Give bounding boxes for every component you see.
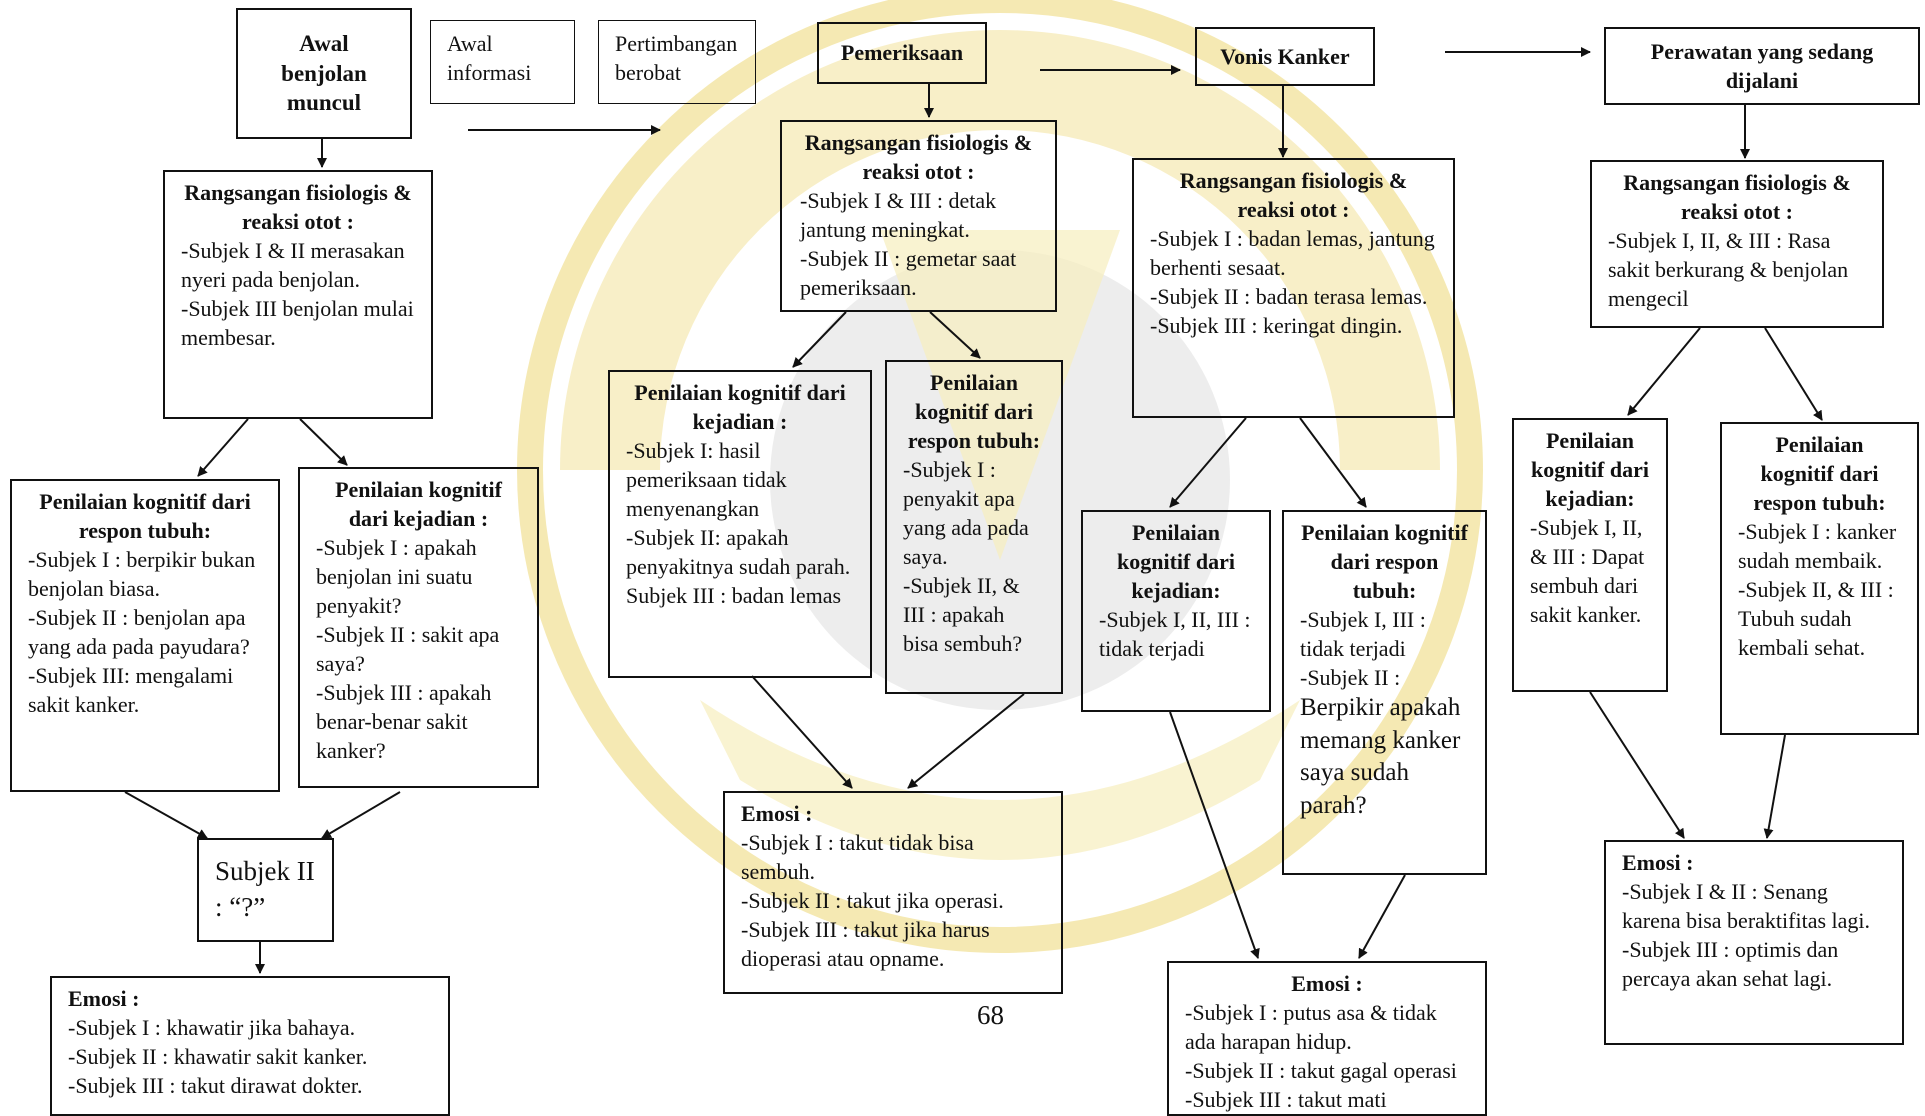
col1-rangsangan-box: Rangsangan fisiologis & reaksi otot : -S…: [163, 170, 433, 419]
col3-kejadian-line: -Subjek I, II, III : tidak terjadi: [1099, 607, 1251, 662]
col2-kejadian-line: -Subjek I: hasil pemeriksaan tidak menye…: [626, 438, 787, 522]
col4-emosi-line: -Subjek III : optimis dan percaya akan s…: [1622, 937, 1839, 992]
col1-emosi-line: -Subjek III : takut dirawat dokter.: [68, 1073, 363, 1099]
col4-rangsangan-box: Rangsangan fisiologis & reaksi otot : -S…: [1590, 160, 1884, 328]
col3-respon-line: -Subjek II :: [1300, 665, 1401, 691]
col1-emosi-title: Emosi :: [68, 986, 140, 1011]
col2-emosi-title: Emosi :: [741, 801, 813, 826]
col1-rangsangan-line: -Subjek III benjolan mulai membesar.: [181, 296, 414, 351]
col1-respon-title: Penilaian kognitif dari respon tubuh:: [39, 489, 251, 544]
col2-respon-line: -Subjek I : penyakit apa yang ada pada s…: [903, 457, 1029, 570]
perawatan-box: Perawatan yang sedang dijalani: [1604, 27, 1920, 105]
col4-respon-line: -Subjek I : kanker sudah membaik.: [1738, 519, 1897, 574]
col2-rangsangan-line: -Subjek I & III : detak jantung meningka…: [800, 188, 997, 243]
col2-respon-box: Penilaian kognitif dari respon tubuh: -S…: [885, 360, 1063, 694]
col3-rangsangan-line: -Subjek I : badan lemas, jantung berhent…: [1150, 226, 1435, 281]
col3-emosi-line: -Subjek II : takut gagal operasi: [1185, 1058, 1457, 1084]
col2-emosi-line: -Subjek II : takut jika operasi.: [741, 888, 1004, 914]
pemeriksaan-box: Pemeriksaan: [817, 22, 987, 84]
col4-emosi-title: Emosi :: [1622, 850, 1694, 875]
col2-emosi-line: -Subjek I : takut tidak bisa sembuh.: [741, 830, 974, 885]
start-node-label: Awal benjolan muncul: [281, 30, 367, 116]
col2-rangsangan-box: Rangsangan fisiologis & reaksi otot : -S…: [780, 120, 1057, 312]
col1-respon-box: Penilaian kognitif dari respon tubuh: -S…: [10, 479, 280, 792]
col4-rangsangan-title: Rangsangan fisiologis & reaksi otot :: [1623, 170, 1851, 225]
col4-emosi-box: Emosi : -Subjek I & II : Senang karena b…: [1604, 840, 1904, 1045]
col2-respon-line: -Subjek II, & III : apakah bisa sembuh?: [903, 573, 1023, 657]
col3-emosi-line: -Subjek I : putus asa & tidak ada harapa…: [1185, 1000, 1437, 1055]
col3-emosi-box: Emosi : -Subjek I : putus asa & tidak ad…: [1167, 961, 1487, 1116]
col1-kejadian-line: -Subjek II : sakit apa saya?: [316, 622, 500, 677]
col2-emosi-box: Emosi : -Subjek I : takut tidak bisa sem…: [723, 791, 1063, 994]
col2-kejadian-line: Subjek III : badan lemas: [626, 583, 842, 609]
col4-emosi-line: -Subjek I & II : Senang karena bisa bera…: [1622, 879, 1871, 934]
col4-respon-title: Penilaian kognitif dari respon tubuh:: [1753, 432, 1886, 516]
pemeriksaan-label: Pemeriksaan: [840, 40, 964, 66]
col3-kejadian-box: Penilaian kognitif dari kejadian: -Subje…: [1081, 510, 1271, 712]
start-node-awal-benjolan: Awal benjolan muncul: [236, 8, 412, 139]
col3-respon-line: -Subjek I, III : tidak terjadi: [1300, 607, 1426, 662]
col4-rangsangan-line: -Subjek I, II, & III : Rasa sakit berkur…: [1608, 228, 1849, 312]
subjek-ii-question-box: Subjek II : “?”: [197, 838, 334, 942]
col1-respon-line: -Subjek I : berpikir bukan benjolan bias…: [28, 547, 256, 602]
col3-rangsangan-title: Rangsangan fisiologis & reaksi otot :: [1179, 168, 1408, 223]
col2-kejadian-line: -Subjek II: apakah penyakitnya sudah par…: [626, 525, 851, 580]
col2-emosi-line: -Subjek III : takut jika harus dioperasi…: [741, 917, 990, 972]
col3-respon-box: Penilaian kognitif dari respon tubuh: -S…: [1282, 510, 1487, 875]
col3-rangsangan-line: -Subjek II : badan terasa lemas.: [1150, 284, 1428, 310]
col1-emosi-line: -Subjek I : khawatir jika bahaya.: [68, 1015, 356, 1041]
col1-emosi-box: Emosi : -Subjek I : khawatir jika bahaya…: [50, 976, 450, 1116]
col3-emosi-title: Emosi :: [1291, 971, 1363, 996]
col4-kejadian-box: Penilaian kognitif dari kejadian: -Subje…: [1512, 418, 1668, 692]
awal-informasi-box: Awal informasi: [430, 20, 575, 104]
col4-kejadian-line: -Subjek I, II, & III : Dapat sembuh dari…: [1530, 515, 1645, 628]
subjek-ii-question-label: Subjek II : “?”: [215, 856, 315, 922]
col2-rangsangan-title: Rangsangan fisiologis & reaksi otot :: [804, 130, 1033, 185]
col1-kejadian-title: Penilaian kognitif dari kejadian :: [335, 477, 502, 532]
col3-emosi-line: -Subjek III : takut mati: [1185, 1087, 1387, 1113]
col1-rangsangan-title: Rangsangan fisiologis & reaksi otot :: [184, 180, 412, 235]
awal-informasi-label: Awal informasi: [447, 31, 532, 86]
col1-kejadian-box: Penilaian kognitif dari kejadian : -Subj…: [298, 467, 539, 788]
col2-kejadian-box: Penilaian kognitif dari kejadian : -Subj…: [608, 370, 872, 678]
col1-emosi-line: -Subjek II : khawatir sakit kanker.: [68, 1044, 368, 1070]
col3-respon-title: Penilaian kognitif dari respon tubuh:: [1301, 520, 1468, 604]
col2-rangsangan-line: -Subjek II : gemetar saat pemeriksaan.: [800, 246, 1017, 301]
vonis-kanker-box: Vonis Kanker: [1195, 27, 1375, 86]
col2-respon-title: Penilaian kognitif dari respon tubuh:: [907, 370, 1041, 454]
col1-kejadian-line: -Subjek I : apakah benjolan ini suatu pe…: [316, 535, 477, 619]
pertimbangan-berobat-box: Pertimbangan berobat: [598, 20, 756, 104]
vonis-kanker-label: Vonis Kanker: [1220, 43, 1350, 69]
col4-respon-line: -Subjek II, & III : Tubuh sudah kembali …: [1738, 577, 1894, 661]
col3-respon-big-text: Berpikir apakah memang kanker saya sudah…: [1300, 694, 1461, 819]
col1-rangsangan-line: -Subjek I & II merasakan nyeri pada benj…: [181, 238, 405, 293]
perawatan-label: Perawatan yang sedang dijalani: [1650, 38, 1874, 93]
col2-kejadian-title: Penilaian kognitif dari kejadian :: [634, 380, 846, 435]
pertimbangan-berobat-label: Pertimbangan berobat: [615, 31, 738, 86]
col1-respon-line: -Subjek II : benjolan apa yang ada pada …: [28, 605, 250, 660]
col3-kejadian-title: Penilaian kognitif dari kejadian:: [1117, 520, 1235, 604]
col1-respon-line: -Subjek III: mengalami sakit kanker.: [28, 663, 234, 718]
col1-kejadian-line: -Subjek III : apakah benar-benar sakit k…: [316, 680, 492, 764]
col3-rangsangan-line: -Subjek III : keringat dingin.: [1150, 313, 1403, 339]
col3-rangsangan-box: Rangsangan fisiologis & reaksi otot : -S…: [1132, 158, 1455, 418]
col4-kejadian-title: Penilaian kognitif dari kejadian:: [1531, 428, 1649, 512]
col4-respon-box: Penilaian kognitif dari respon tubuh: -S…: [1720, 422, 1919, 735]
page-number: 68: [977, 1000, 1004, 1030]
